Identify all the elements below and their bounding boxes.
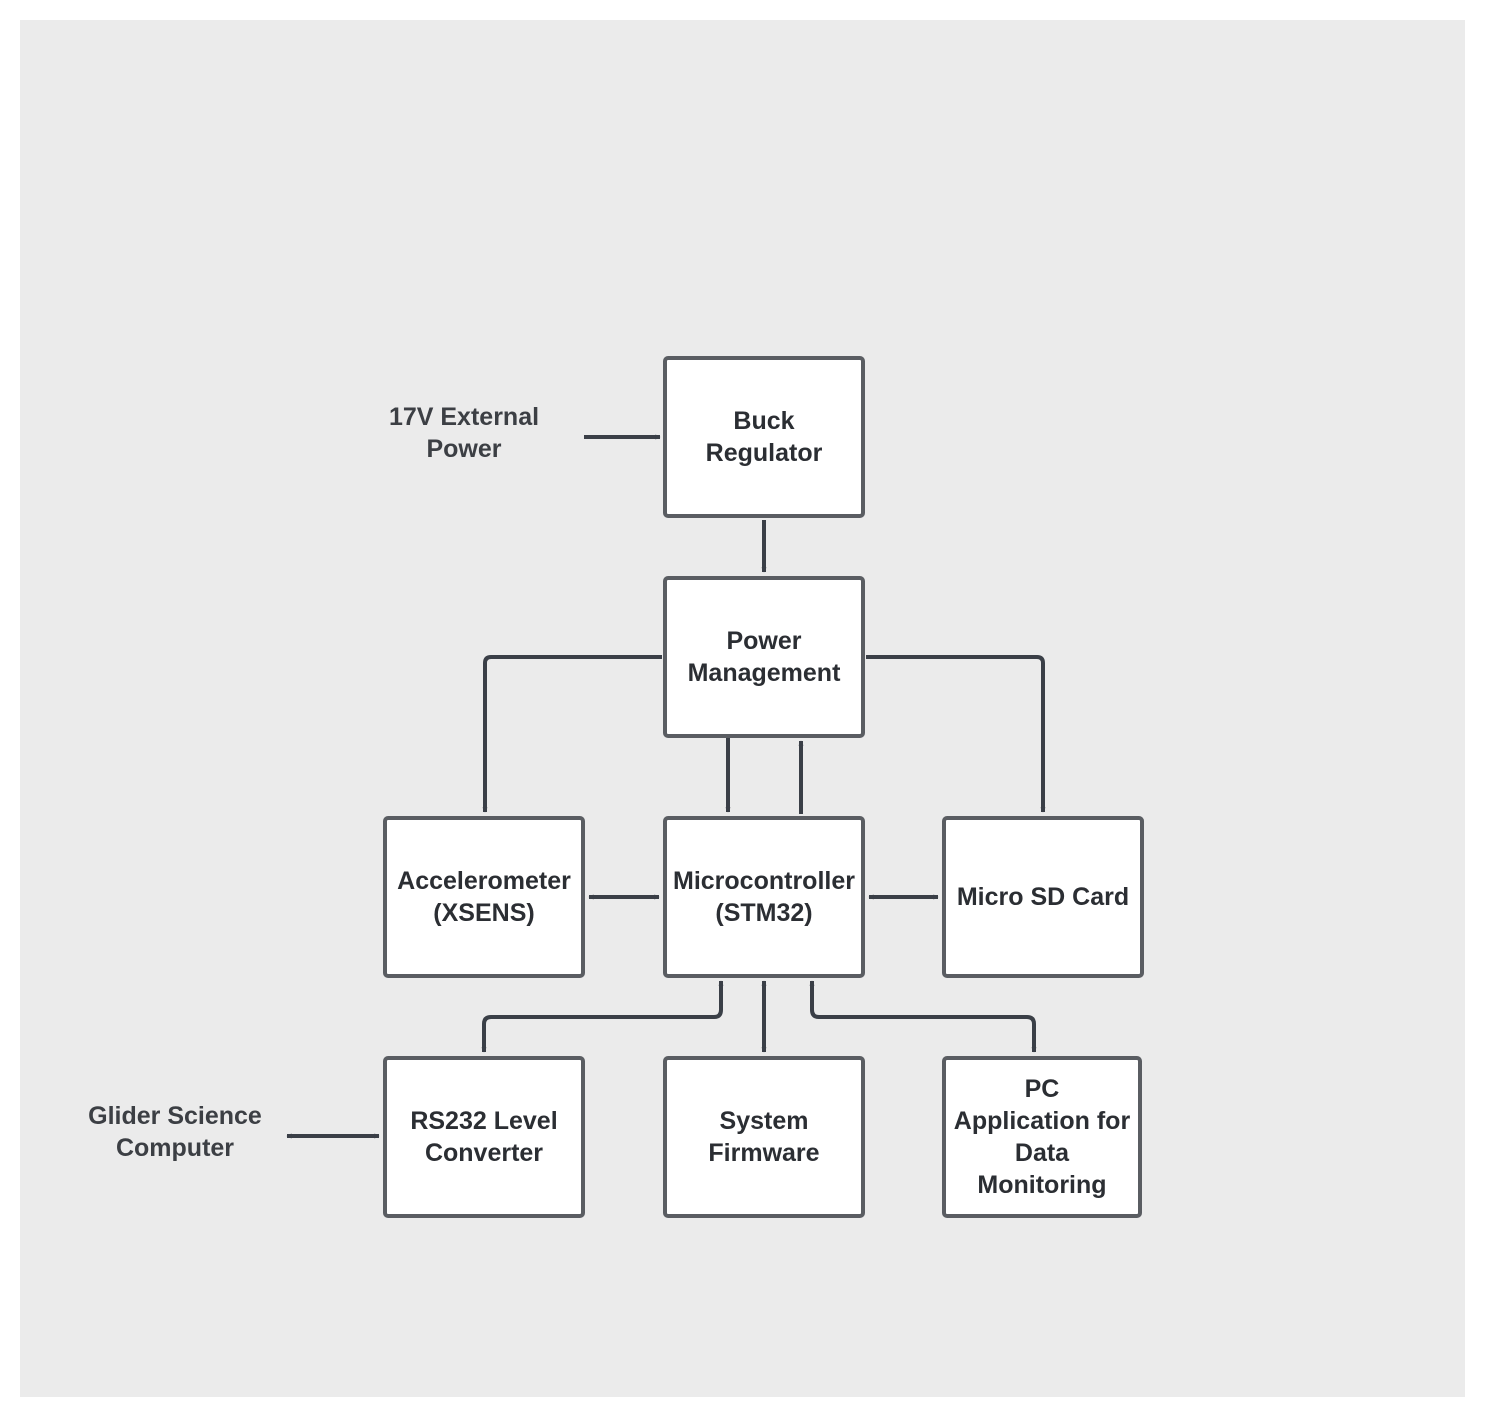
arrow-microcontroller-pc-application — [809, 980, 1037, 1053]
arrow-microcontroller-rs232 — [481, 980, 724, 1053]
buck-regulator-block: Buck Regulator — [663, 356, 865, 518]
system-firmware-block: System Firmware — [663, 1056, 865, 1218]
glider-science-computer-label: Glider Science Computer — [88, 1102, 262, 1162]
micro-sd-card-block: Micro SD Card — [942, 816, 1144, 978]
arrow-power-management-to-sd-card — [866, 655, 1046, 813]
rs232-level-converter-block: RS232 Level Converter — [383, 1056, 585, 1218]
microcontroller-block: Microcontroller (STM32) — [663, 816, 865, 978]
power-management-block: Power Management — [663, 576, 865, 738]
external-power-label: 17V External Power — [388, 403, 540, 463]
pc-application-block: PC Application for Data Monitoring — [942, 1056, 1142, 1218]
arrow-power-management-to-accelerometer — [482, 655, 662, 813]
accelerometer-block: Accelerometer (XSENS) — [383, 816, 585, 978]
